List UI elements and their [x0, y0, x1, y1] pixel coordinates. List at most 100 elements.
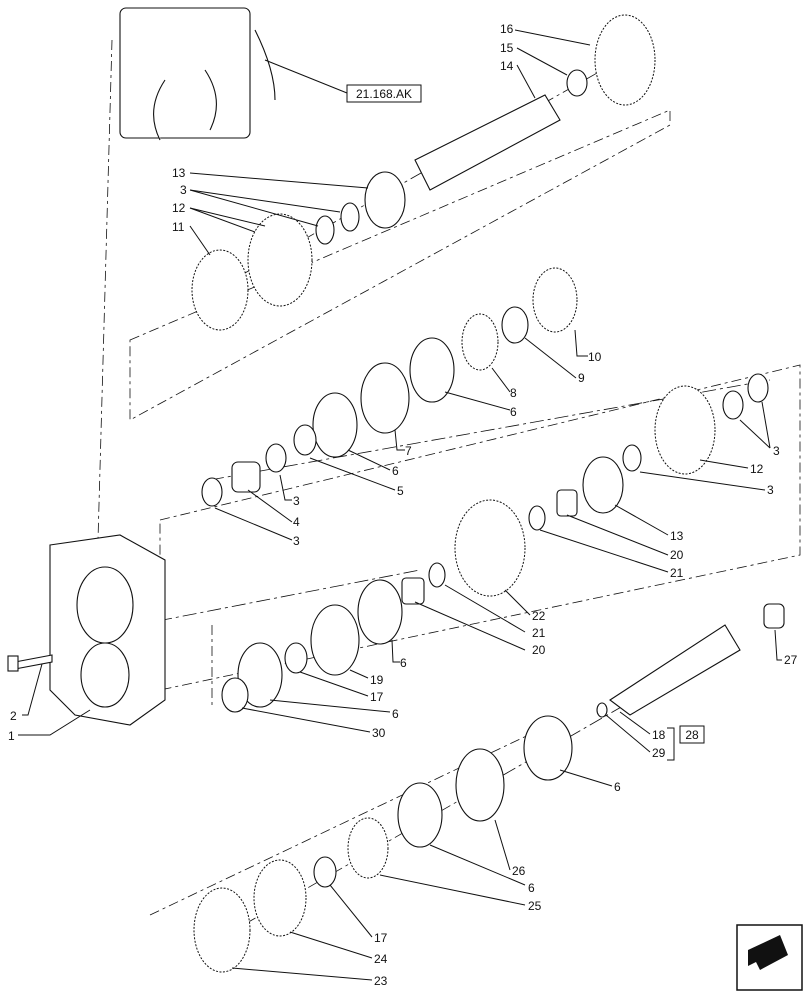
circlip-6c — [357, 579, 403, 645]
middle-axis — [209, 379, 771, 481]
leader-1 — [18, 709, 91, 736]
leader-17a — [299, 671, 369, 697]
ring-3c — [265, 443, 287, 473]
leader-13 — [189, 172, 369, 189]
leader-6e — [559, 769, 613, 787]
right-middle-group-parts — [401, 373, 769, 605]
callout-12b: 12 — [750, 462, 764, 476]
callout-4: 4 — [293, 515, 300, 529]
circlip-6b — [312, 392, 358, 458]
leader-2 — [22, 663, 43, 716]
callout-6e: 6 — [614, 780, 621, 794]
callout-labels: 16 15 14 13 3 12 11 10 9 8 6 7 6 5 3 4 3… — [8, 22, 798, 988]
leader-3d-1 — [761, 401, 771, 449]
callout-15: 15 — [500, 41, 514, 55]
circlip-30 — [221, 677, 249, 713]
leader-19 — [349, 669, 369, 679]
lower-shaft-group-outline — [149, 719, 561, 916]
leader-10 — [574, 329, 588, 357]
navigation-arrow-icon[interactable] — [736, 924, 803, 991]
housing-1 — [49, 534, 166, 726]
leader-13b — [614, 504, 669, 536]
leader-3a-2 — [189, 189, 319, 227]
leader-6a — [444, 391, 511, 411]
callout-20a: 20 — [670, 548, 684, 562]
callout-24: 24 — [374, 952, 388, 966]
housing-dash-link — [97, 39, 113, 541]
callout-17b: 17 — [374, 931, 388, 945]
shaft-18 — [609, 624, 741, 716]
leader-3c — [214, 507, 293, 541]
callout-13b: 13 — [670, 529, 684, 543]
lower-middle-group-parts — [221, 579, 403, 713]
ring-3e — [747, 373, 769, 403]
leader-18 — [619, 711, 651, 735]
leader-3d-2 — [739, 419, 771, 449]
ring-3b — [315, 215, 335, 245]
circlip-6f — [397, 782, 443, 848]
callout-13a: 13 — [172, 166, 186, 180]
callout-27: 27 — [784, 653, 798, 667]
gear-10 — [532, 267, 578, 333]
lower-shaft-parts — [193, 715, 573, 973]
ring-3f — [722, 390, 744, 420]
gear-24 — [253, 859, 307, 937]
ring-3g — [622, 444, 642, 472]
callout-2: 2 — [10, 709, 17, 723]
callout-19: 19 — [370, 673, 384, 687]
leader-6d — [269, 699, 391, 713]
leader-26 — [494, 819, 511, 871]
assembly-reference-box[interactable]: 28 — [679, 725, 705, 744]
leader-12a-1 — [189, 207, 256, 233]
leader-12a-2 — [189, 207, 266, 227]
gear-22 — [454, 499, 526, 597]
leader-20a — [566, 514, 669, 556]
callout-7: 7 — [405, 444, 412, 458]
leader-20b — [414, 601, 526, 651]
callout-26: 26 — [512, 864, 526, 878]
circlip-6d — [237, 642, 283, 708]
fork-reference-box[interactable]: 21.168.AK — [346, 84, 422, 103]
leader-6b — [347, 449, 391, 471]
leader-25 — [379, 874, 526, 906]
leader-21b — [444, 584, 526, 633]
callout-17a: 17 — [370, 690, 384, 704]
gear-12b — [654, 385, 716, 475]
gear-8 — [461, 313, 499, 371]
leader-12b — [699, 459, 749, 469]
ring-21a — [528, 505, 546, 531]
callout-6a: 6 — [510, 405, 517, 419]
lower-right-shaft-parts — [596, 603, 785, 718]
callout-6d: 6 — [392, 707, 399, 721]
gear-25 — [347, 817, 389, 879]
gear-23 — [193, 887, 251, 973]
middle-group-parts — [201, 267, 578, 507]
callout-3c: 3 — [293, 534, 300, 548]
callout-5: 5 — [397, 484, 404, 498]
bearing-20b — [401, 577, 425, 605]
leader-3e — [639, 471, 766, 491]
leader-30 — [241, 707, 371, 733]
leader-5 — [309, 457, 396, 491]
washer-13b — [582, 456, 624, 514]
ring-5 — [293, 424, 317, 456]
callout-16: 16 — [500, 22, 514, 36]
leader-3a-1 — [189, 189, 341, 213]
callout-23: 23 — [374, 974, 388, 988]
callout-3a: 3 — [180, 183, 187, 197]
callout-6c: 6 — [400, 656, 407, 670]
leader-16 — [514, 29, 591, 46]
callout-leaders — [18, 29, 782, 981]
leader-29 — [605, 714, 651, 753]
callout-18: 18 — [652, 728, 666, 742]
bushing-27 — [763, 603, 785, 629]
callout-21a: 21 — [670, 566, 684, 580]
callout-12a: 12 — [172, 201, 186, 215]
callout-9: 9 — [578, 371, 585, 385]
leader-15 — [516, 47, 568, 76]
bearing-20a — [556, 489, 578, 517]
leader-6c — [391, 639, 400, 663]
shift-fork-assembly — [119, 7, 276, 141]
leader-3b — [279, 474, 292, 501]
